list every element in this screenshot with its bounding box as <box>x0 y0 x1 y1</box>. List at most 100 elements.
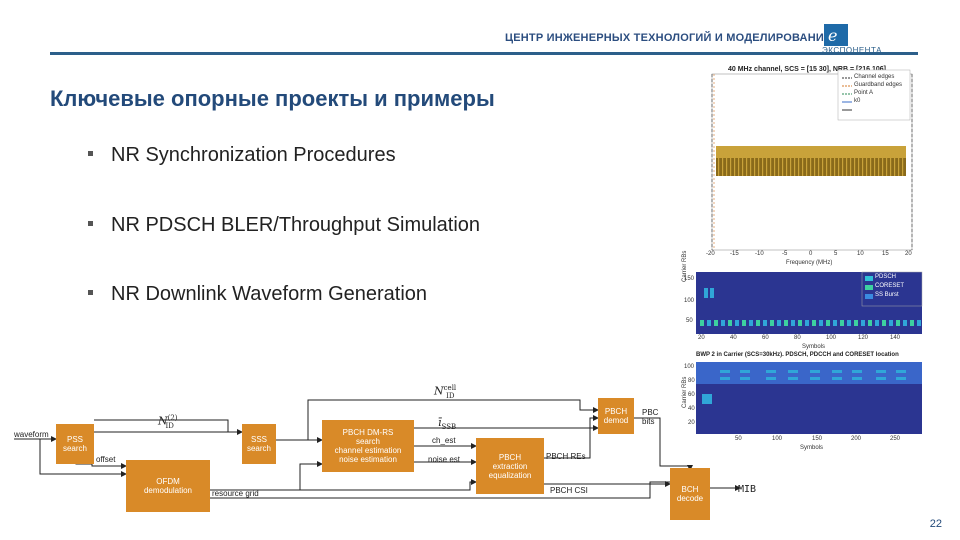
spectrum-stripe <box>862 146 864 176</box>
ofdm-sublabel: demodulation <box>143 486 193 495</box>
grid2-cell <box>896 370 906 373</box>
spectrum-stripe <box>870 146 872 176</box>
pbch-dmrs-line3: channel estimation <box>334 446 402 455</box>
grid1-cell <box>826 320 830 326</box>
pbch-demod-line2: demod <box>603 416 629 425</box>
resource-grid-chart-2: BWP 2 in Carrier (SCS=30kHz). PDSCH, PDC… <box>676 350 926 454</box>
spectrum-stripe <box>894 146 896 176</box>
spectrum-stripe <box>726 146 728 176</box>
spectrum-stripe <box>762 146 764 176</box>
spectrum-title: 40 MHz channel, SCS = [15 30], NRB = [21… <box>728 66 886 73</box>
pbch-dmrs-line2: search <box>355 437 380 446</box>
x-tick: 120 <box>858 335 869 341</box>
y-tick: 40 <box>688 406 695 412</box>
spectrum-stripe <box>722 146 724 176</box>
pss-label: PSS <box>66 435 83 444</box>
bullet-item: NR PDSCH BLER/Throughput Simulation <box>88 214 480 237</box>
grid1-cell <box>910 320 914 326</box>
grid1-cell <box>735 320 739 326</box>
sss-search-block: SSS search <box>242 424 276 464</box>
spectrum-stripe <box>778 146 780 176</box>
grid2-cell <box>788 370 798 373</box>
ncell-sup: cell <box>443 384 457 392</box>
spectrum-stripe <box>878 146 880 176</box>
spectrum-stripe <box>786 146 788 176</box>
grid1-cell <box>700 320 704 326</box>
bullet-text: NR Synchronization Procedures <box>111 144 396 166</box>
spectrum-stripe <box>746 146 748 176</box>
waveform-label: waveform <box>14 430 49 439</box>
mib-label: MIB <box>738 484 757 495</box>
legend-k0: k0 <box>854 98 861 104</box>
x-tick: 40 <box>730 335 737 341</box>
x-tick: 140 <box>890 335 901 341</box>
spectrum-stripe <box>814 146 816 176</box>
grid1-cell <box>749 320 753 326</box>
pbch-csi-label: PBCH CSI <box>550 486 588 495</box>
x-tick: 5 <box>834 251 838 257</box>
issb-base: ī <box>438 416 442 429</box>
spectrum-stripe <box>858 146 860 176</box>
grid2-cell <box>766 377 776 380</box>
grid1-cell <box>721 320 725 326</box>
slide-title: Ключевые опорные проекты и примеры <box>50 86 495 111</box>
spectrum-stripe <box>718 146 720 176</box>
sss-label: SSS <box>250 435 267 444</box>
spectrum-stripe <box>770 146 772 176</box>
grid2-cell <box>832 370 842 373</box>
x-tick: 250 <box>890 436 901 442</box>
x-tick: 100 <box>826 335 837 341</box>
spectrum-chart: 40 MHz channel, SCS = [15 30], NRB = [21… <box>700 62 922 272</box>
bullet-item: NR Downlink Waveform Generation <box>88 283 427 306</box>
ch-est-label: ch_est <box>432 436 456 445</box>
spectrum-stripe <box>818 146 820 176</box>
grid2-cell <box>810 377 820 380</box>
spectrum-stripe <box>838 146 840 176</box>
grid1-cell <box>889 320 893 326</box>
x-tick: 20 <box>905 251 912 257</box>
x-tick: -15 <box>730 251 739 257</box>
bch-line1: BCH <box>681 485 699 494</box>
pbch-line1: PBCH <box>498 452 522 462</box>
bch-decode-block: BCH decode <box>670 468 710 520</box>
y-tick: 50 <box>686 318 693 324</box>
noise-est-label: noise est <box>428 455 461 464</box>
y-tick: 150 <box>684 276 695 282</box>
exponenta-logo-icon: e <box>824 24 848 46</box>
x-tick: 50 <box>735 436 742 442</box>
x-tick: 100 <box>772 436 783 442</box>
grid1-cell <box>791 320 795 326</box>
ncell-id-label: NcellID <box>434 384 457 400</box>
grid1-cell <box>875 320 879 326</box>
spectrum-stripe <box>902 146 904 176</box>
grid2-cell <box>852 370 862 373</box>
pbch-line2: extraction <box>492 461 528 471</box>
spectrum-stripe <box>890 146 892 176</box>
x-axis-label: Symbols <box>802 344 826 350</box>
x-axis-label: Frequency (MHz) <box>786 260 833 266</box>
grid2-cell <box>876 370 886 373</box>
grid1-cell <box>728 320 732 326</box>
bullet-marker-icon <box>88 290 93 296</box>
spectrum-stripe <box>874 146 876 176</box>
grid2-cell <box>740 377 750 380</box>
spectrum-stripe <box>822 146 824 176</box>
spectrum-stripe <box>730 146 732 176</box>
ncell-sub: ID <box>446 391 455 400</box>
issb-label: īSSB <box>438 416 456 431</box>
spectrum-stripe <box>882 146 884 176</box>
nid2-label: N(2)ID <box>158 414 178 430</box>
spectrum-stripe <box>846 146 848 176</box>
spectrum-stripe <box>810 146 812 176</box>
grid1-cell <box>819 320 823 326</box>
grid1-cell <box>896 320 900 326</box>
x-tick: 15 <box>882 251 889 257</box>
pbch-line3: equalization <box>488 470 532 480</box>
pbch-res-label: PBCH REs <box>546 452 586 461</box>
grid1-cell <box>847 320 851 326</box>
pbch-dmrs-line4: noise estimation <box>339 455 397 464</box>
x-tick: -10 <box>755 251 764 257</box>
grid2-cell <box>740 370 750 373</box>
x-tick: 10 <box>857 251 864 257</box>
block-diagram-wires <box>14 399 741 499</box>
